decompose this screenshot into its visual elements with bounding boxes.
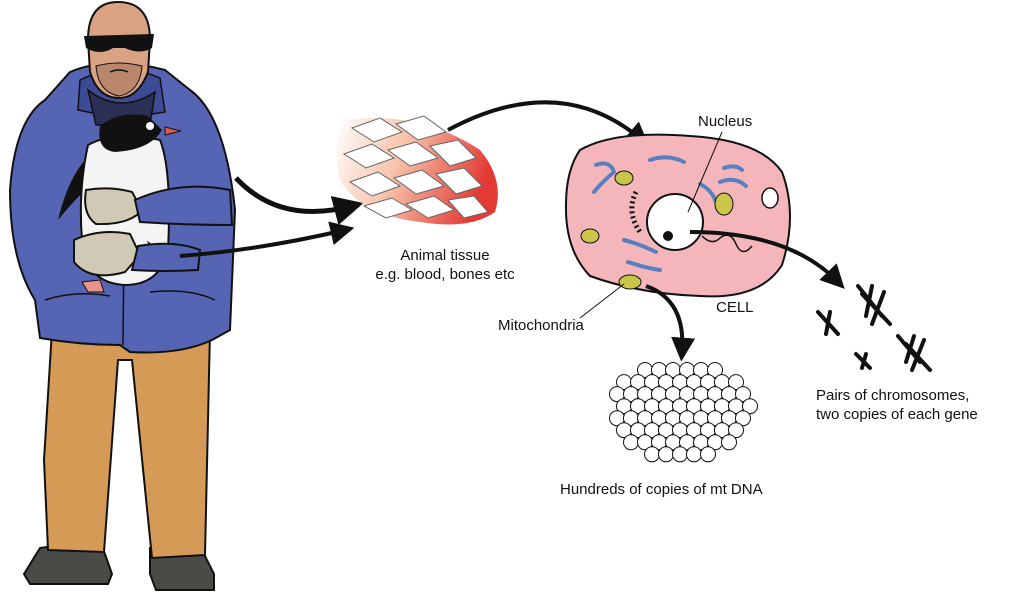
mtdna-copy bbox=[644, 446, 660, 463]
mtdna-copy bbox=[735, 410, 751, 427]
nucleus bbox=[646, 193, 704, 251]
label-nucleus: Nucleus bbox=[698, 113, 753, 130]
chromosomes-label-line1: Pairs of chromosomes, bbox=[816, 387, 970, 404]
nucleolus bbox=[663, 231, 673, 241]
arrow-mito-to-mtdna bbox=[645, 284, 696, 362]
mtdna-copy bbox=[721, 434, 737, 451]
chromosomes bbox=[816, 284, 932, 372]
label-mtdna: Hundreds of copies of mt DNA bbox=[560, 481, 763, 498]
mtdna-copy bbox=[707, 362, 723, 378]
animal-tissue bbox=[336, 115, 498, 225]
label-cell: CELL bbox=[716, 299, 754, 316]
tissue-label-line1: Animal tissue bbox=[400, 247, 490, 264]
arrow-person-to-tissue-1 bbox=[234, 176, 364, 226]
arrow-tissue-to-cell bbox=[447, 100, 650, 147]
mtdna-copy bbox=[728, 422, 744, 439]
mtdna-copy bbox=[735, 386, 751, 403]
label-mitochondria: Mitochondria bbox=[498, 317, 584, 334]
arrow-person-to-tissue-2 bbox=[179, 221, 355, 258]
researcher-figure bbox=[8, 0, 237, 591]
mtdna-copy bbox=[700, 446, 716, 463]
tissue-label-line2: e.g. blood, bones etc bbox=[375, 266, 515, 283]
mtdna-copy bbox=[672, 446, 688, 463]
mtdna-copy bbox=[658, 446, 674, 463]
cell bbox=[564, 131, 791, 319]
label-chromosomes: Pairs of chromosomes, two copies of each… bbox=[816, 386, 978, 424]
mtdna-copy bbox=[686, 446, 702, 463]
pants bbox=[42, 329, 212, 560]
upper-glove bbox=[84, 187, 144, 226]
chromosomes-label-line2: two copies of each gene bbox=[816, 406, 978, 423]
sunglasses bbox=[84, 34, 154, 52]
lower-glove bbox=[73, 231, 142, 277]
mtdna-copy bbox=[742, 398, 758, 415]
mtdna-copy bbox=[728, 374, 744, 391]
label-animal-tissue: Animal tissue e.g. blood, bones etc bbox=[360, 246, 530, 284]
mtdna-copy bbox=[623, 434, 639, 451]
arrow-cell-to-chromosomes bbox=[689, 230, 845, 289]
mtdna-cluster bbox=[609, 362, 758, 463]
